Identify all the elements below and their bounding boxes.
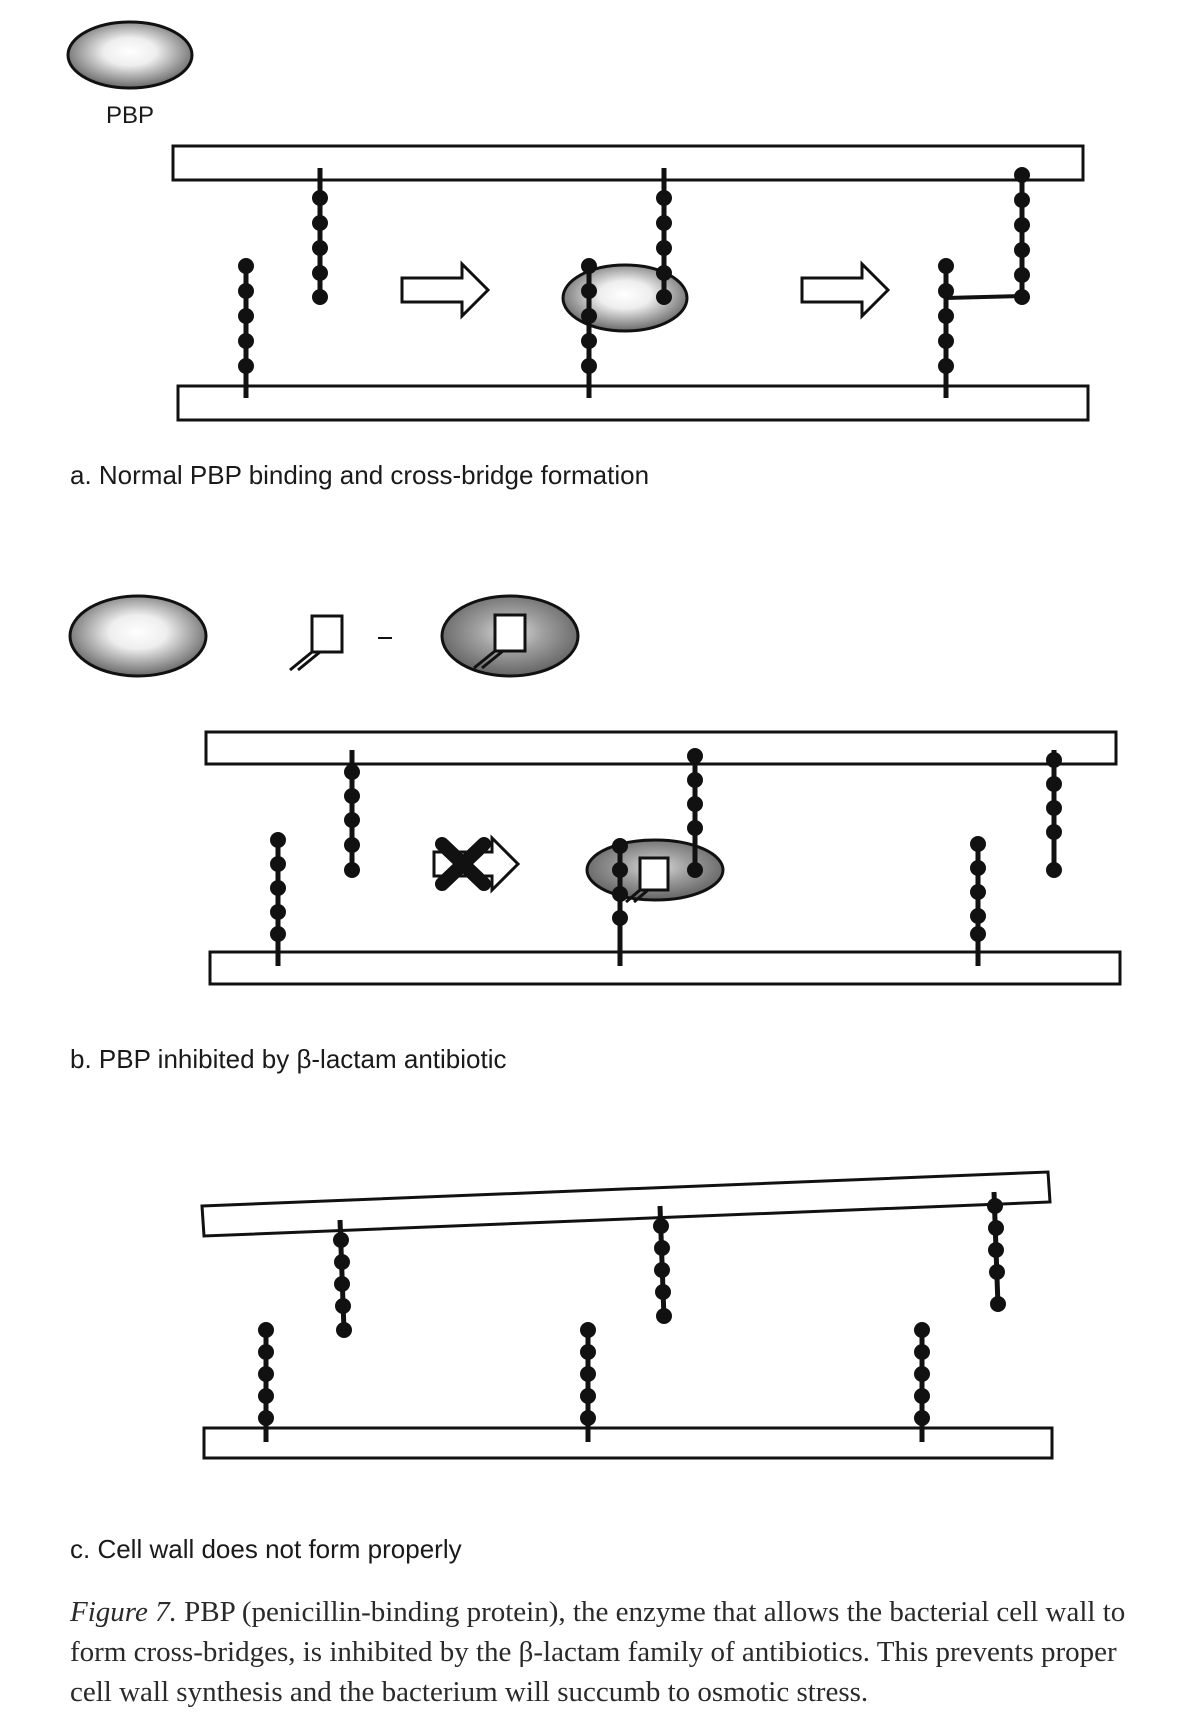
cross-bridge xyxy=(938,167,1030,398)
panel-b-caption: b. PBP inhibited by β-lactam antibiotic xyxy=(70,1044,506,1074)
beta-lactam-icon xyxy=(289,614,344,672)
wall-strand-top xyxy=(204,730,1118,766)
wall-strand-bottom xyxy=(202,1426,1054,1460)
peptide-chains-unlinked xyxy=(970,750,1062,966)
pbp-enzyme xyxy=(66,20,194,90)
pbp-enzyme xyxy=(68,594,208,678)
arrow-right-icon xyxy=(400,260,491,320)
wall-strand-bottom xyxy=(176,384,1090,422)
figure-caption-text: PBP (penicillin-binding protein), the en… xyxy=(70,1596,1126,1708)
panel-b: b. PBP inhibited by β-lactam antibiotic xyxy=(68,594,1122,1074)
peptide-chains-bound xyxy=(581,168,672,398)
bound-beta-lactam-icon xyxy=(625,856,670,904)
panel-a-caption: a. Normal PBP binding and cross-bridge f… xyxy=(70,460,649,490)
arrow-right-icon xyxy=(800,260,891,320)
panel-c-caption: c. Cell wall does not form properly xyxy=(70,1534,462,1564)
blocked-arrow-icon xyxy=(432,834,521,894)
panel-a: PBP a. Norma xyxy=(66,20,1090,490)
peptide-chains-blocked xyxy=(612,748,703,966)
panel-c: c. Cell wall does not form properly xyxy=(70,1170,1054,1564)
figure-caption: Figure 7. PBP (penicillin-binding protei… xyxy=(70,1592,1150,1712)
peptide-chains xyxy=(238,168,328,398)
wall-strand-top-detached xyxy=(200,1170,1052,1238)
pbp-label: PBP xyxy=(106,102,154,129)
bound-beta-lactam-icon xyxy=(473,613,527,670)
wall-strand-top xyxy=(171,144,1085,182)
figure-label: Figure 7. xyxy=(70,1596,177,1628)
peptide-chains xyxy=(270,750,360,966)
peptide-chains-unlinked xyxy=(258,1191,1006,1442)
wall-strand-bottom xyxy=(208,950,1122,986)
